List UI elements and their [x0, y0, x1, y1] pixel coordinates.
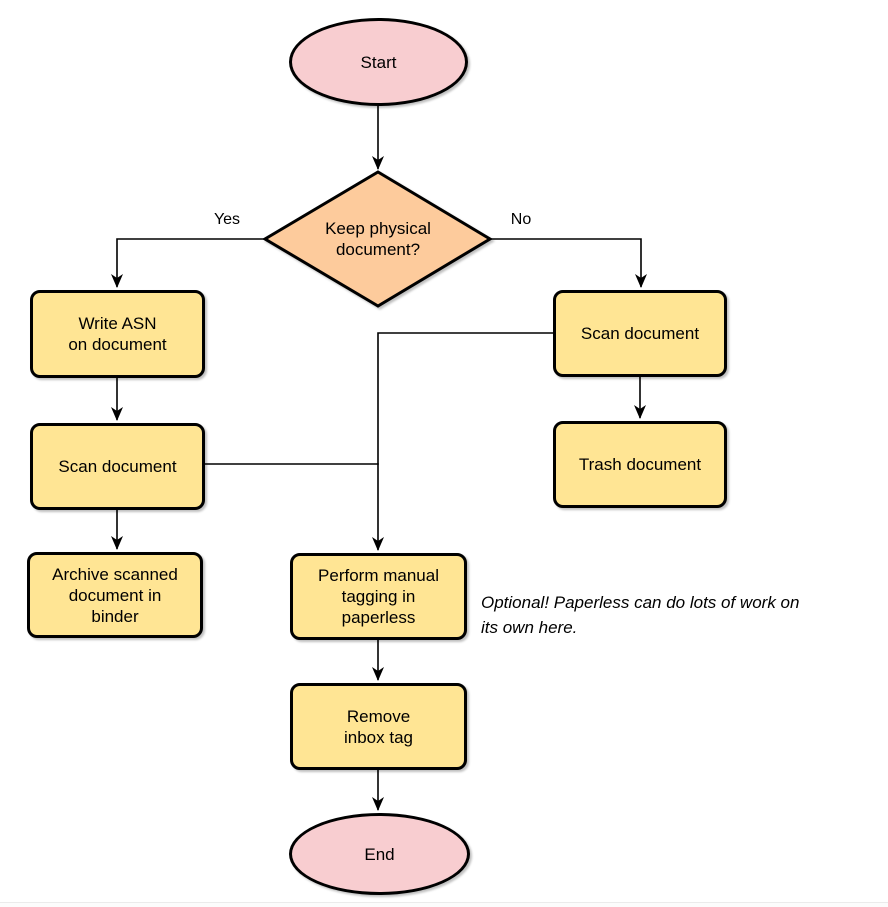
node-archive-in-binder: Archive scanned document in binder — [27, 552, 203, 638]
node-scan-document-right: Scan document — [553, 290, 727, 377]
node-scan-document-left: Scan document — [30, 423, 205, 510]
edge-decision-scan-right — [490, 238, 647, 288]
node-manual-tagging: Perform manual tagging in paperless — [290, 553, 467, 640]
edge-label-yes: Yes — [205, 211, 249, 229]
node-remove-inbox-tag: Remove inbox tag — [290, 683, 467, 770]
edge-label-no: No — [499, 211, 543, 229]
edge-decision-write-asn — [111, 238, 265, 288]
page-bottom-divider — [0, 902, 888, 907]
node-decision-shape — [262, 170, 493, 308]
node-trash-document: Trash document — [553, 421, 727, 508]
annotation-optional-note: Optional! Paperless can do lots of work … — [481, 593, 800, 637]
node-end: End — [289, 813, 470, 895]
edge-scan-right-tagging — [372, 332, 553, 551]
node-write-asn: Write ASN on document — [30, 290, 205, 378]
node-start: Start — [289, 18, 468, 106]
node-decision-label: Keep physical document? — [325, 219, 431, 259]
